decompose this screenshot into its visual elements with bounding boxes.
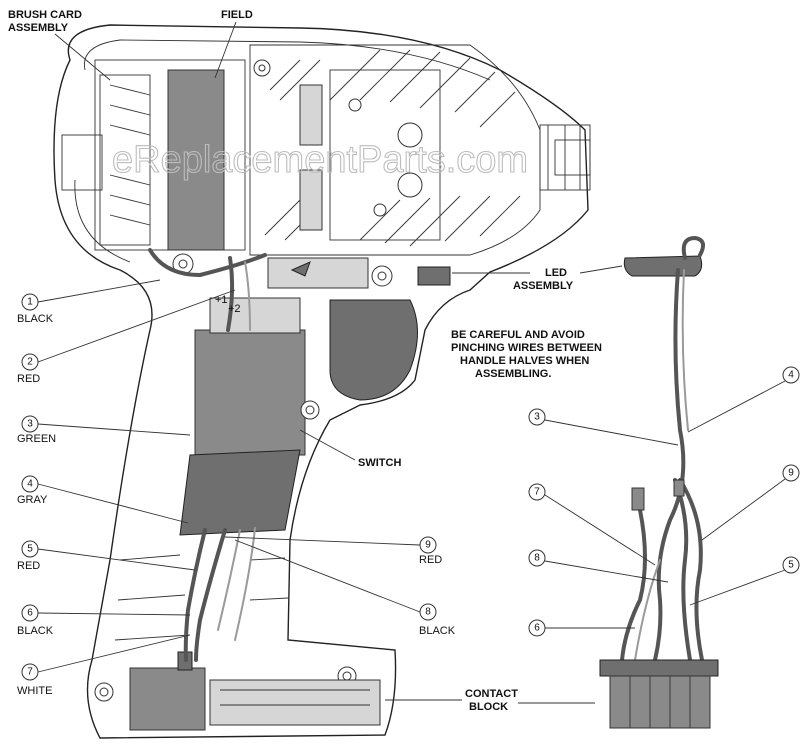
control-board xyxy=(179,449,301,536)
harness-callout-8: 8 xyxy=(528,549,669,583)
harness-callout-4: 4 xyxy=(687,366,800,433)
trigger xyxy=(329,299,418,401)
label-contact-block-2: BLOCK xyxy=(469,701,508,713)
callout-5: 5 RED xyxy=(17,540,196,572)
svg-text:5: 5 xyxy=(27,544,33,555)
tool-housing xyxy=(53,24,591,739)
brush-card-fins xyxy=(109,84,151,226)
callout-9-mid: 9 RED xyxy=(224,536,442,566)
svg-text:BLACK: BLACK xyxy=(419,625,456,637)
svg-text:BLACK: BLACK xyxy=(17,313,54,325)
callout-4: 4 GRAY xyxy=(17,475,189,524)
callout-2: 2 RED xyxy=(17,289,236,385)
svg-text:1: 1 xyxy=(27,297,33,308)
harness-detail xyxy=(599,235,719,729)
svg-text:RED: RED xyxy=(17,373,40,385)
label-brush-card-2: ASSEMBLY xyxy=(8,22,69,34)
svg-text:3: 3 xyxy=(534,412,540,423)
harness-callout-6: 6 xyxy=(528,619,635,637)
label-switch: SWITCH xyxy=(358,457,401,469)
harness-callout-5: 5 xyxy=(689,556,800,606)
svg-text:9: 9 xyxy=(425,540,431,551)
svg-text:6: 6 xyxy=(27,608,33,619)
svg-text:7: 7 xyxy=(534,487,540,498)
svg-text:GREEN: GREEN xyxy=(17,433,56,445)
svg-text:GRAY: GRAY xyxy=(17,494,48,506)
svg-text:8: 8 xyxy=(534,553,540,564)
svg-text:9: 9 xyxy=(788,468,794,479)
harness-callout-3: 3 xyxy=(528,408,679,446)
svg-text:RED: RED xyxy=(419,554,442,566)
contact-block-body xyxy=(609,675,711,729)
switch-body xyxy=(194,329,306,456)
callout-1: 1 BLACK xyxy=(17,279,161,325)
svg-text:6: 6 xyxy=(534,623,540,634)
caution-line-4: ASSEMBLING. xyxy=(475,368,551,380)
caution-line-1: BE CAREFUL AND AVOID xyxy=(451,329,585,341)
led-on-tool xyxy=(417,266,451,286)
mid-callouts: 9 RED 8 BLACK xyxy=(224,536,456,637)
left-callouts: 1 BLACK 2 RED 3 GREEN 4 GRAY 5 RED xyxy=(17,279,236,697)
callout-7: 7 WHITE xyxy=(17,634,191,697)
callout-8-mid: 8 BLACK xyxy=(234,539,456,637)
led-assembly-part xyxy=(623,255,703,277)
callout-3: 3 GREEN xyxy=(17,415,191,445)
hatching xyxy=(264,49,521,247)
svg-text:5: 5 xyxy=(788,560,794,571)
svg-text:3: 3 xyxy=(27,419,33,430)
harness-callout-9: 9 xyxy=(701,464,800,541)
watermark: eReplacementParts.com xyxy=(112,139,528,181)
board-mark-1: +1 xyxy=(215,294,228,306)
label-led-1: LED xyxy=(545,267,567,279)
svg-text:8: 8 xyxy=(425,607,431,618)
callout-6: 6 BLACK xyxy=(17,604,191,637)
field-core xyxy=(167,69,225,251)
harness-callouts: 4 3 9 7 8 5 6 xyxy=(528,366,800,637)
svg-text:RED: RED xyxy=(17,560,40,572)
svg-text:4: 4 xyxy=(27,479,33,490)
caution-line-2: PINCHING WIRES BETWEEN xyxy=(451,342,602,354)
contact-block-in-tool xyxy=(129,667,206,731)
svg-text:4: 4 xyxy=(788,370,794,381)
svg-text:7: 7 xyxy=(27,667,33,678)
label-contact-block-1: CONTACT xyxy=(465,688,518,700)
svg-text:WHITE: WHITE xyxy=(17,685,52,697)
label-brush-card-1: BRUSH CARD xyxy=(8,9,82,21)
label-led-2: ASSEMBLY xyxy=(513,280,574,292)
label-field: FIELD xyxy=(221,9,253,21)
svg-text:BLACK: BLACK xyxy=(17,625,54,637)
caution-line-3: HANDLE HALVES WHEN xyxy=(460,355,589,367)
harness-callout-7: 7 xyxy=(528,483,656,566)
contact-block-top xyxy=(599,659,719,677)
board-mark-2: +2 xyxy=(228,303,241,315)
svg-text:2: 2 xyxy=(27,357,33,368)
